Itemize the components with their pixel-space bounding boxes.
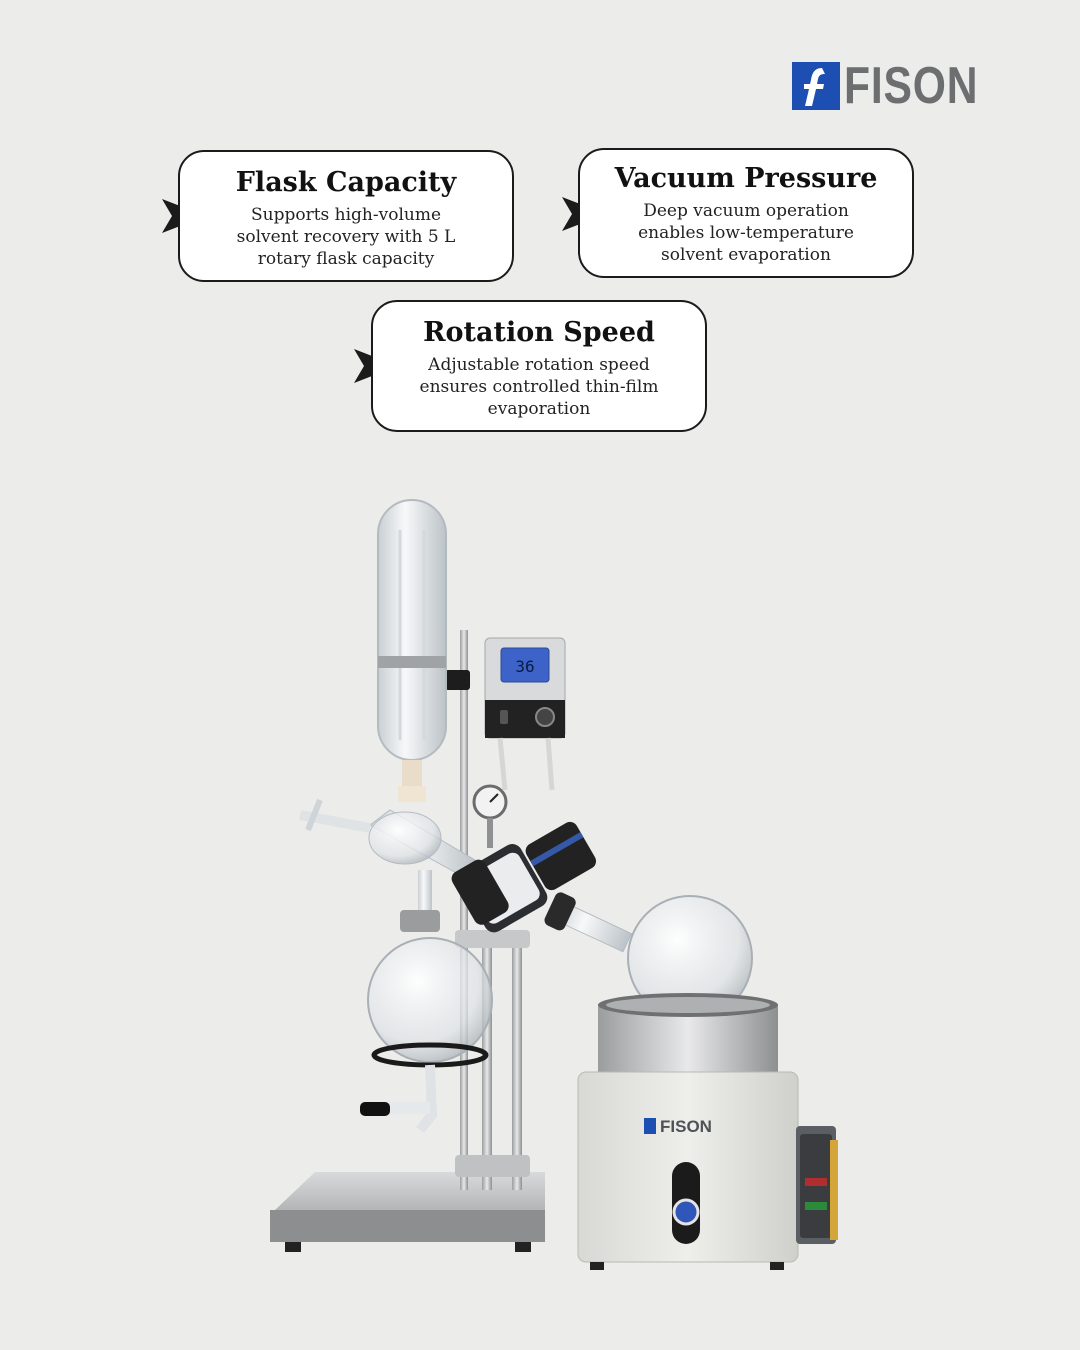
feature-card-vacuum-pressure: Vacuum Pressure Deep vacuum operation en… <box>578 148 914 278</box>
feature-card-flask-capacity: Flask Capacity Supports high-volume solv… <box>178 150 514 282</box>
rotary-evaporator-image: 36 FISON <box>270 499 838 1270</box>
feature-title: Rotation Speed <box>423 317 655 348</box>
brand-mark-icon <box>792 62 840 110</box>
speed-display-value: 36 <box>515 657 534 676</box>
feature-title: Vacuum Pressure <box>614 163 878 194</box>
bath-brand-label: FISON <box>660 1117 712 1136</box>
feature-description: Deep vacuum operation enables low-temper… <box>638 201 854 265</box>
feature-description: Supports high-volume solvent recovery wi… <box>236 205 456 269</box>
feature-title: Flask Capacity <box>235 167 457 198</box>
feature-description: Adjustable rotation speed ensures contro… <box>419 355 659 419</box>
brand-name: FISON <box>844 57 979 115</box>
feature-card-rotation-speed: Rotation Speed Adjustable rotation speed… <box>371 300 707 432</box>
brand-logo: FISON <box>792 57 1008 115</box>
